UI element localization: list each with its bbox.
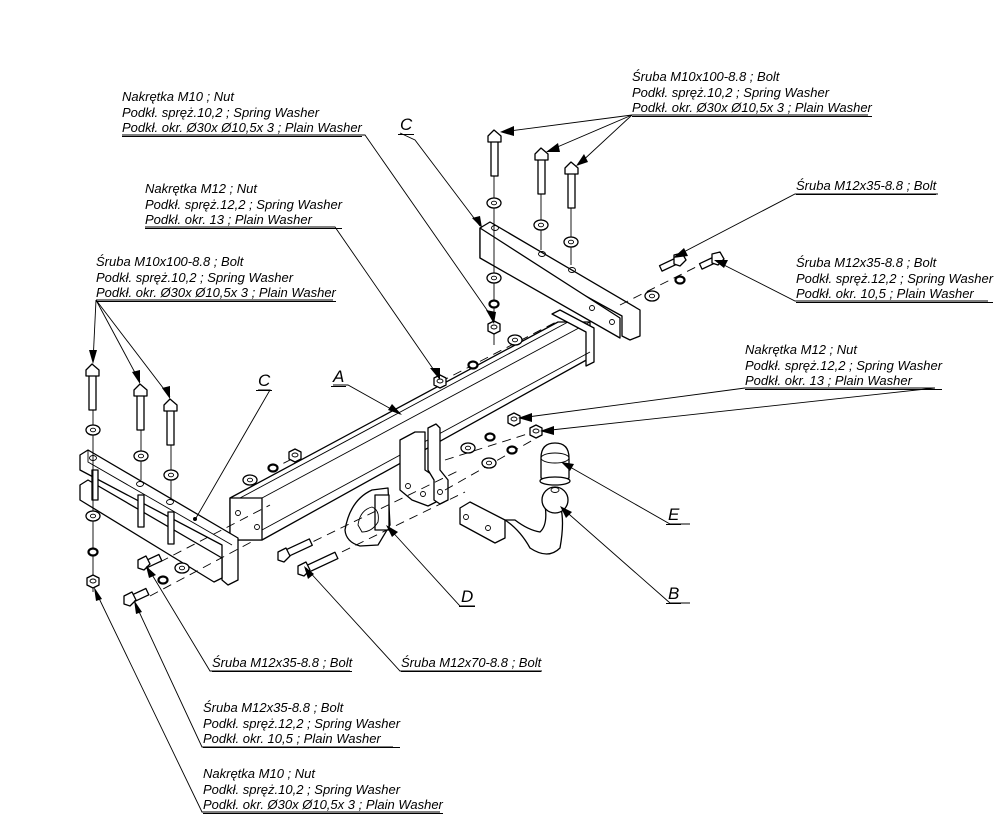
- callout-line: Śruba M12x35-8.8 ; Bolt: [212, 655, 353, 672]
- callout-line: Śruba M12x35-8.8 ; Bolt: [796, 178, 937, 195]
- part-label-d: D: [459, 587, 476, 607]
- center-mounting-plate: [399, 423, 449, 507]
- callout-line: Podkł. spręż.10,2 ; Spring Washer: [632, 84, 830, 100]
- callout-top-left-nut-m10: Nakrętka M10 ; Nut Podkł. spręż.10,2 ; S…: [122, 89, 362, 137]
- callout-line: Śruba M10x100-8.8 ; Bolt: [632, 69, 780, 84]
- callout-line: Nakrętka M12 ; Nut: [745, 342, 857, 357]
- callout-bottom-nut-m10: Nakrętka M10 ; Nut Podkł. spręż.10,2 ; S…: [203, 766, 443, 814]
- leader-lines: [89, 114, 988, 813]
- callout-line: Podkł. spręż.12,2 ; Spring Washer: [796, 270, 994, 286]
- right-bracket-c: [479, 221, 641, 341]
- callout-line: Podkł. okr. 13 ; Plain Washer: [145, 212, 343, 229]
- ball-cover-e: [539, 442, 571, 486]
- callout-line: Śruba M12x35-8.8 ; Bolt: [796, 255, 937, 270]
- horizontal-fasteners: [123, 251, 725, 607]
- part-label-b: B: [666, 584, 682, 604]
- part-label-c-left: C: [256, 371, 273, 391]
- callout-line: Podkł. spręż.12,2 ; Spring Washer: [145, 196, 343, 212]
- callout-line: Podkł. spręż.10,2 ; Spring Washer: [96, 269, 294, 285]
- callout-line: Podkł. okr. 10,5 ; Plain Washer: [203, 731, 401, 748]
- main-crossbar-a: [229, 309, 595, 541]
- part-label-c-top: C: [398, 115, 415, 135]
- callout-right-nut-m12: Nakrętka M12 ; Nut Podkł. spręż.12,2 ; S…: [745, 342, 943, 390]
- callout-line: Podkł. okr. Ø30x Ø10,5x 3 ; Plain Washer: [632, 100, 872, 117]
- callout-bottom-bolt-m12x35-washers: Śruba M12x35-8.8 ; Bolt Podkł. spręż.12,…: [203, 700, 401, 748]
- callout-line: Nakrętka M10 ; Nut: [122, 89, 234, 104]
- callout-line: Śruba M12x35-8.8 ; Bolt: [203, 700, 344, 715]
- left-bracket-c: [79, 449, 239, 586]
- callout-bottom-bolt-m12x35: Śruba M12x35-8.8 ; Bolt: [212, 655, 353, 672]
- callout-line: Podkł. okr. Ø30x Ø10,5x 3 ; Plain Washer: [122, 120, 362, 137]
- callout-right-bolt-m12x35: Śruba M12x35-8.8 ; Bolt: [796, 178, 937, 195]
- callout-line: Nakrętka M10 ; Nut: [203, 766, 315, 781]
- callout-top-right-bolt-m10: Śruba M10x100-8.8 ; Bolt Podkł. spręż.10…: [632, 69, 872, 117]
- callout-line: Podkł. okr. 10,5 ; Plain Washer: [796, 286, 994, 303]
- callout-line: Podkł. okr. Ø30x Ø10,5x 3 ; Plain Washer: [203, 797, 443, 814]
- callout-right-bolt-m12x35-washers: Śruba M12x35-8.8 ; Bolt Podkł. spręż.12,…: [796, 255, 994, 303]
- callout-bottom-bolt-m12x70: Śruba M12x70-8.8 ; Bolt: [401, 655, 542, 672]
- tow-ball-neck-b: [459, 486, 569, 555]
- callout-mid-left-nut-m12: Nakrętka M12 ; Nut Podkł. spręż.12,2 ; S…: [145, 181, 343, 229]
- socket-plate-d: [344, 487, 391, 547]
- callout-line: Podkł. okr. 13 ; Plain Washer: [745, 373, 943, 390]
- right-vertical-bolts: [486, 129, 579, 345]
- callout-line: Podkł. okr. Ø30x Ø10,5x 3 ; Plain Washer: [96, 285, 336, 302]
- part-label-e: E: [666, 505, 682, 525]
- left-vertical-bolts: [85, 363, 179, 592]
- callout-line: Nakrętka M12 ; Nut: [145, 181, 257, 196]
- callout-line: Podkł. spręż.12,2 ; Spring Washer: [745, 357, 943, 373]
- callout-line: Podkł. spręż.10,2 ; Spring Washer: [203, 781, 401, 797]
- callout-line: Śruba M12x70-8.8 ; Bolt: [401, 655, 542, 672]
- callout-line: Podkł. spręż.12,2 ; Spring Washer: [203, 715, 401, 731]
- callout-left-bolt-m10: Śruba M10x100-8.8 ; Bolt Podkł. spręż.10…: [96, 254, 336, 302]
- part-label-a: A: [331, 367, 347, 387]
- callout-line: Podkł. spręż.10,2 ; Spring Washer: [122, 104, 320, 120]
- callout-line: Śruba M10x100-8.8 ; Bolt: [96, 254, 244, 269]
